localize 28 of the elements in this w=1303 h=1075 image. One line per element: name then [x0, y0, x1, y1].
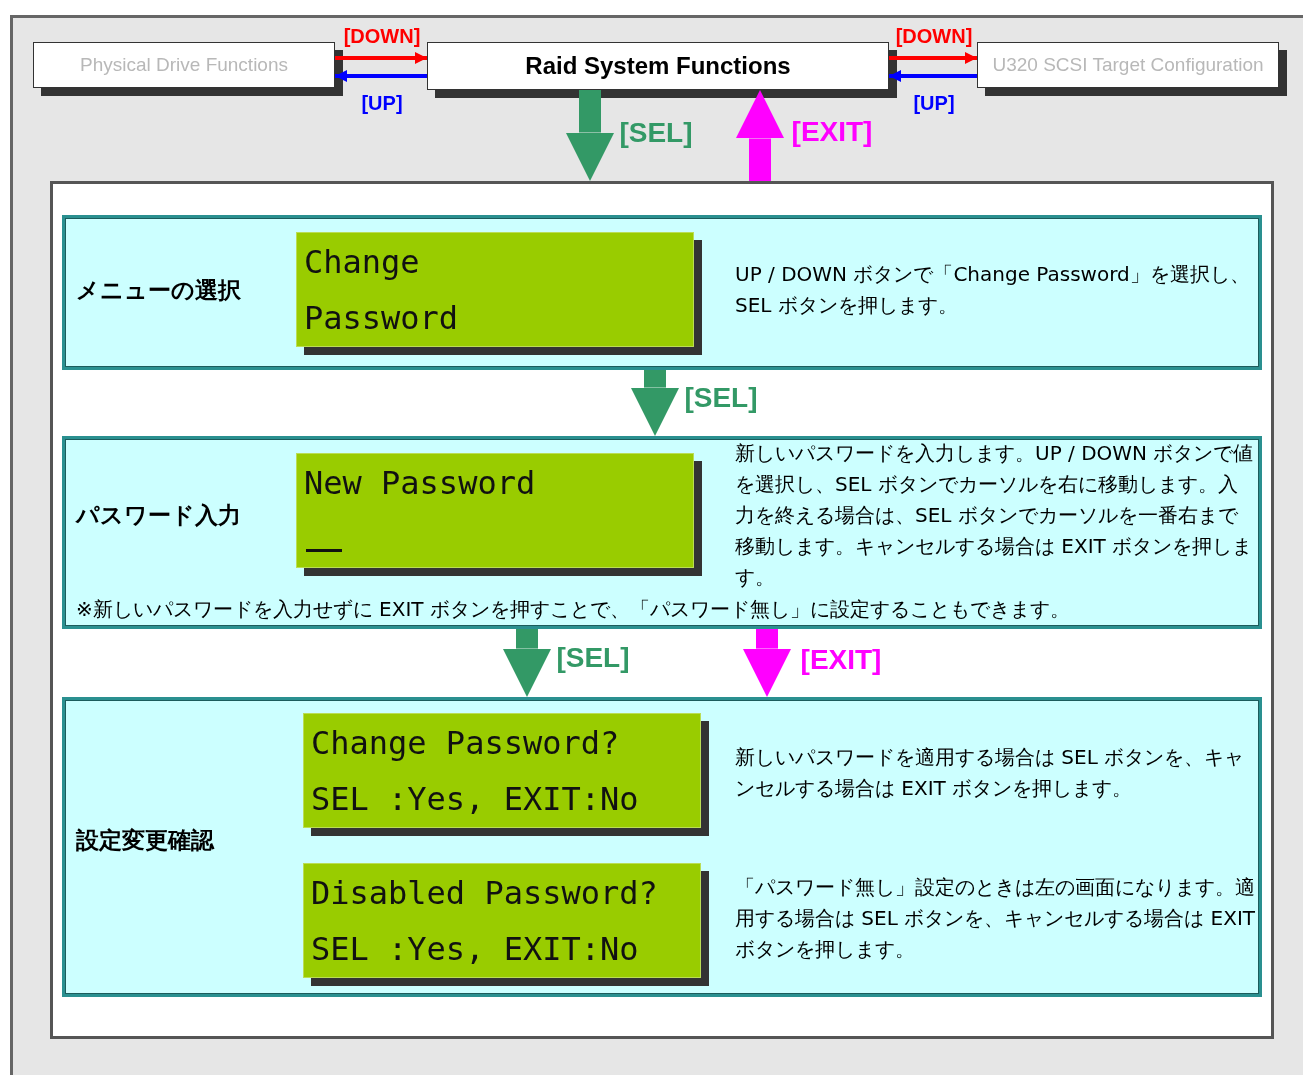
arrow — [889, 52, 977, 64]
menu-label: U320 SCSI Target Configuration — [992, 54, 1264, 76]
step-title: 設定変更確認 — [76, 826, 214, 855]
block-arrow — [502, 629, 552, 697]
lcd-text: Change Password? SEL :Yes, EXIT:No — [311, 723, 640, 820]
arrow — [335, 70, 427, 82]
description-text: 新しいパスワードを入力します。UP / DOWN ボタンで値を選択し、SEL ボタンでカーソルを右に移動します。入力を終える場合は、SEL ボタンでカーソルを一番右まで移動します。キャンセルする場合は EXIT ボタンを押します。 — [735, 440, 1255, 591]
step-panel — [62, 697, 1262, 997]
block-arrow — [735, 90, 785, 181]
step-title: パスワード入力 — [76, 501, 241, 530]
step-title: メニューの選択 — [76, 276, 241, 305]
step-panel — [62, 215, 1262, 370]
menu-label: Raid System Functions — [525, 52, 791, 80]
lcd-text: Change Password — [304, 242, 460, 339]
step-panel — [62, 436, 1262, 629]
arrow — [335, 52, 427, 64]
lcd-text: Disabled Password? SEL :Yes, EXIT:No — [311, 873, 659, 970]
arrow — [889, 70, 977, 82]
lcd-text: New Password — [304, 463, 536, 504]
menu-label: Physical Drive Functions — [80, 54, 288, 76]
frame-box — [50, 181, 1274, 1039]
block-arrow — [630, 370, 680, 436]
block-arrow — [565, 90, 615, 181]
note-text: ※新しいパスワードを入力せずに EXIT ボタンを押すことで、「パスワード無し」に設定することもできます。 — [76, 596, 1070, 623]
note-text: 「パスワード無し」設定のときは左の画面になります。適用する場合は SEL ボタンを、キャンセルする場合は EXIT ボタンを押します。 — [735, 874, 1255, 963]
description-text: 新しいパスワードを適用する場合は SEL ボタンを、キャンセルする場合は EXIT ボタンを押します。 — [735, 744, 1246, 802]
description-text: UP / DOWN ボタンで「Change Password」を選択し、SEL ボタンを押します。 — [735, 261, 1251, 319]
block-arrow — [742, 629, 792, 697]
